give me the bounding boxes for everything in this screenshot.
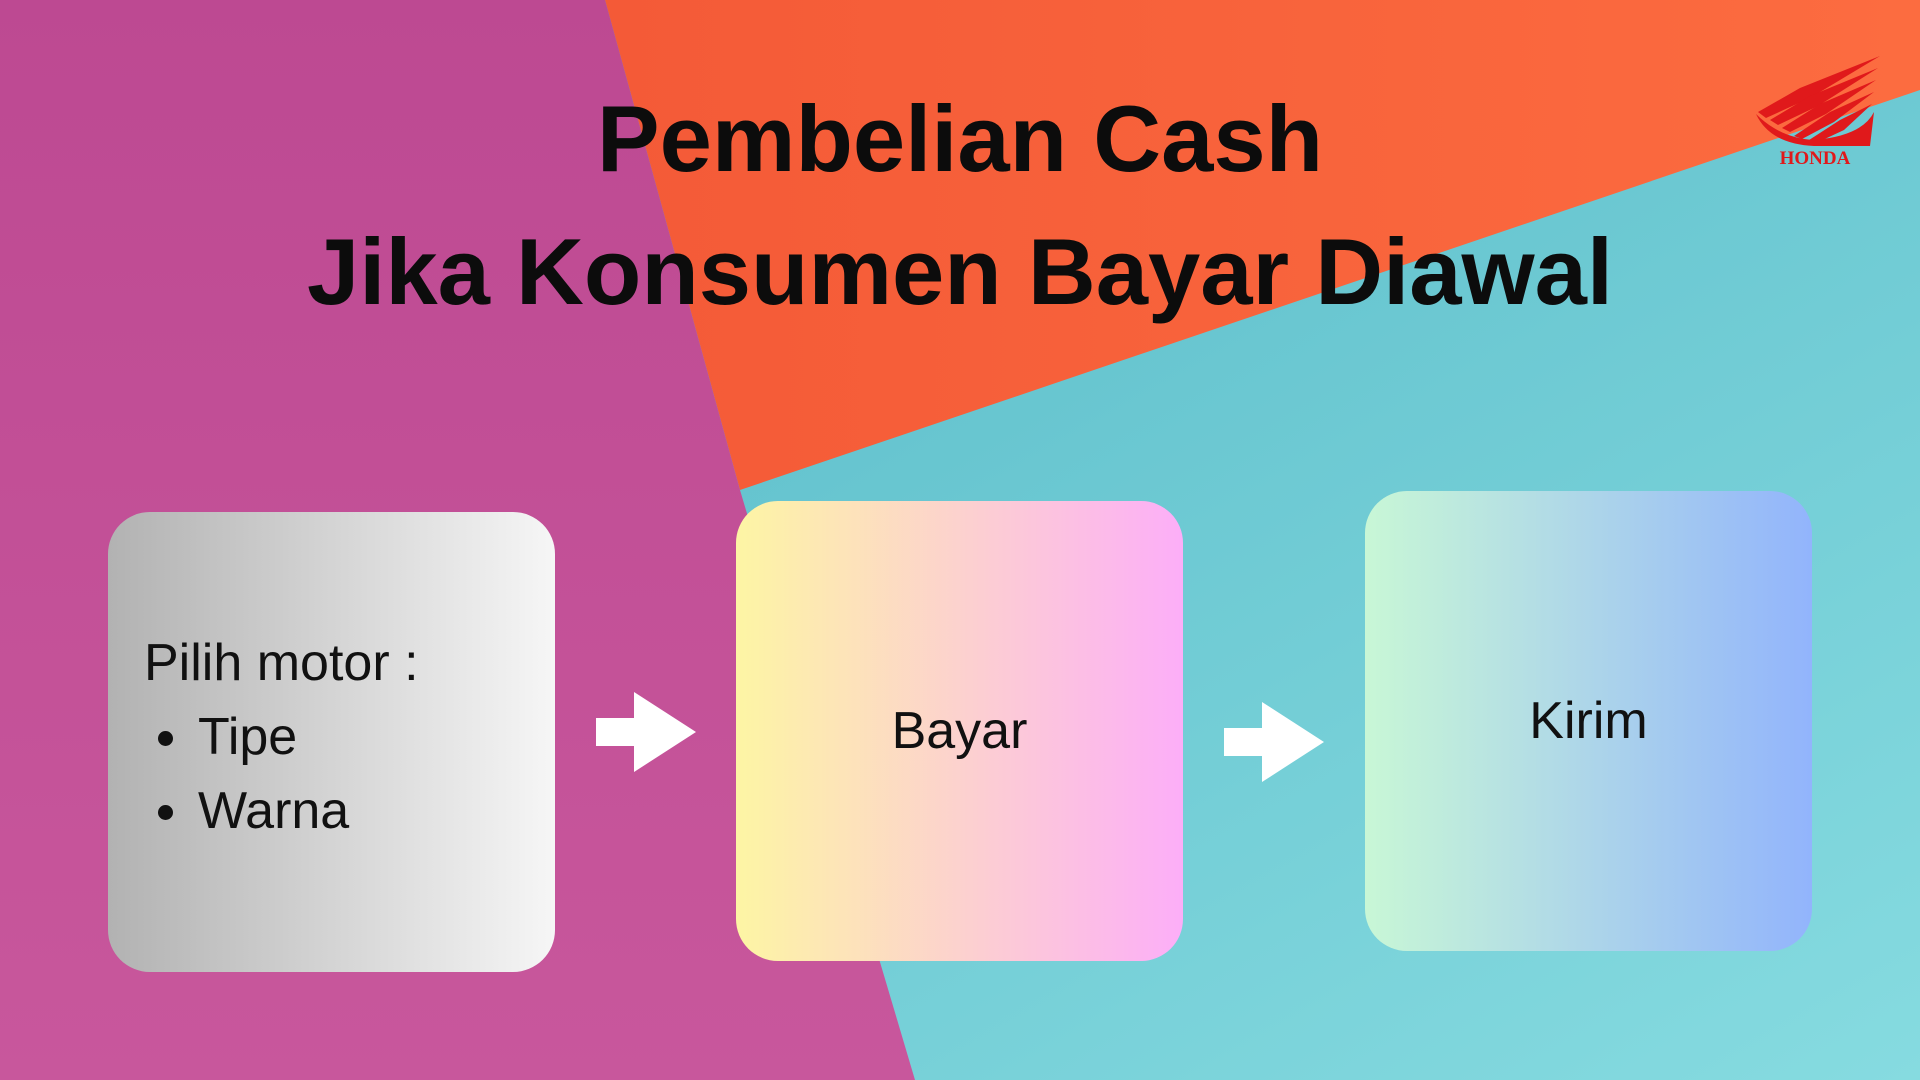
arrow-right-icon bbox=[1224, 702, 1324, 782]
step-label: Kirim bbox=[1529, 692, 1648, 750]
honda-logo: HONDA bbox=[1740, 52, 1890, 169]
step-card-deliver: Kirim bbox=[1365, 491, 1812, 951]
slide-title-line1: Pembelian Cash bbox=[596, 86, 1324, 191]
step-label: Bayar bbox=[891, 702, 1028, 760]
honda-wing-icon: HONDA bbox=[1756, 56, 1880, 169]
honda-logo-text: HONDA bbox=[1780, 148, 1851, 167]
step-bullet-list: Tipe Warna bbox=[144, 700, 419, 848]
step-card-choose-motor: Pilih motor : Tipe Warna bbox=[108, 512, 555, 972]
step-heading: Pilih motor : bbox=[144, 634, 419, 692]
slide-title-line2: Jika Konsumen Bayar Diawal bbox=[306, 219, 1614, 324]
bullet-dot-icon bbox=[158, 731, 173, 746]
step-card-pay: Bayar bbox=[736, 501, 1183, 961]
bullet-dot-icon bbox=[158, 805, 173, 820]
bullet-item: Warna bbox=[158, 774, 419, 848]
bullet-item: Tipe bbox=[158, 700, 419, 774]
arrow-right-icon bbox=[596, 692, 696, 772]
